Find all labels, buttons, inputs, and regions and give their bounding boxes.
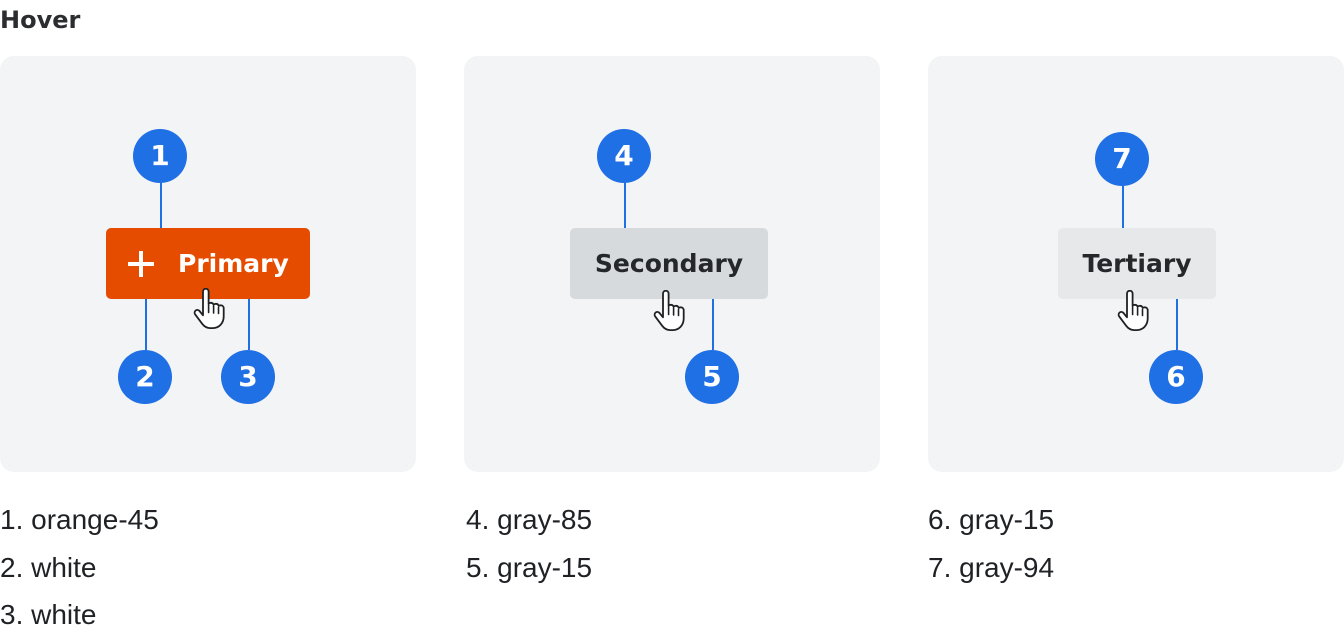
plus-icon [128, 250, 154, 277]
secondary-example-panel: Secondary 4 5 [464, 56, 880, 472]
tertiary-example-panel: Tertiary 7 6 [928, 56, 1344, 472]
legend-item: 6. gray-15 [928, 504, 1055, 535]
legend-item: 7. gray-94 [928, 551, 1055, 583]
marker-3-leader-line [248, 285, 250, 350]
hand-pointer-icon [1117, 290, 1149, 331]
marker-3: 3 [221, 350, 275, 404]
marker-4: 4 [597, 129, 651, 183]
marker-5-leader-line [712, 285, 714, 350]
marker-7: 7 [1095, 132, 1149, 186]
primary-example-panel: Primary 1 2 3 [0, 56, 416, 472]
legend-item: 3. white [0, 599, 97, 630]
marker-2: 2 [118, 350, 172, 404]
primary-button[interactable]: Primary [106, 228, 310, 299]
marker-7-leader-line [1122, 186, 1124, 253]
section-heading: Hover [0, 6, 81, 34]
tertiary-button-label: Tertiary [1082, 249, 1192, 278]
hand-pointer-icon [653, 290, 685, 331]
secondary-legend: 4. gray-85 5. gray-15 [466, 496, 592, 591]
marker-1-leader-line [160, 183, 162, 229]
marker-1: 1 [133, 129, 187, 183]
secondary-button[interactable]: Secondary [570, 228, 768, 299]
marker-6: 6 [1149, 350, 1203, 404]
legend-item: 2. white [0, 551, 97, 583]
legend-item: 4. gray-85 [466, 504, 593, 535]
primary-legend: 1. orange-45 2. white 3. white [0, 496, 159, 639]
marker-5: 5 [685, 350, 739, 404]
primary-button-label: Primary [178, 249, 289, 278]
legend-item: 5. gray-15 [466, 551, 593, 583]
tertiary-button[interactable]: Tertiary [1058, 228, 1216, 299]
marker-2-leader-line [145, 285, 147, 350]
hand-pointer-icon [193, 288, 225, 329]
marker-6-leader-line [1176, 285, 1178, 350]
legend-item: 1. orange-45 [0, 504, 159, 535]
tertiary-legend: 6. gray-15 7. gray-94 [928, 496, 1054, 591]
secondary-button-label: Secondary [594, 249, 744, 278]
marker-4-leader-line [624, 183, 626, 231]
